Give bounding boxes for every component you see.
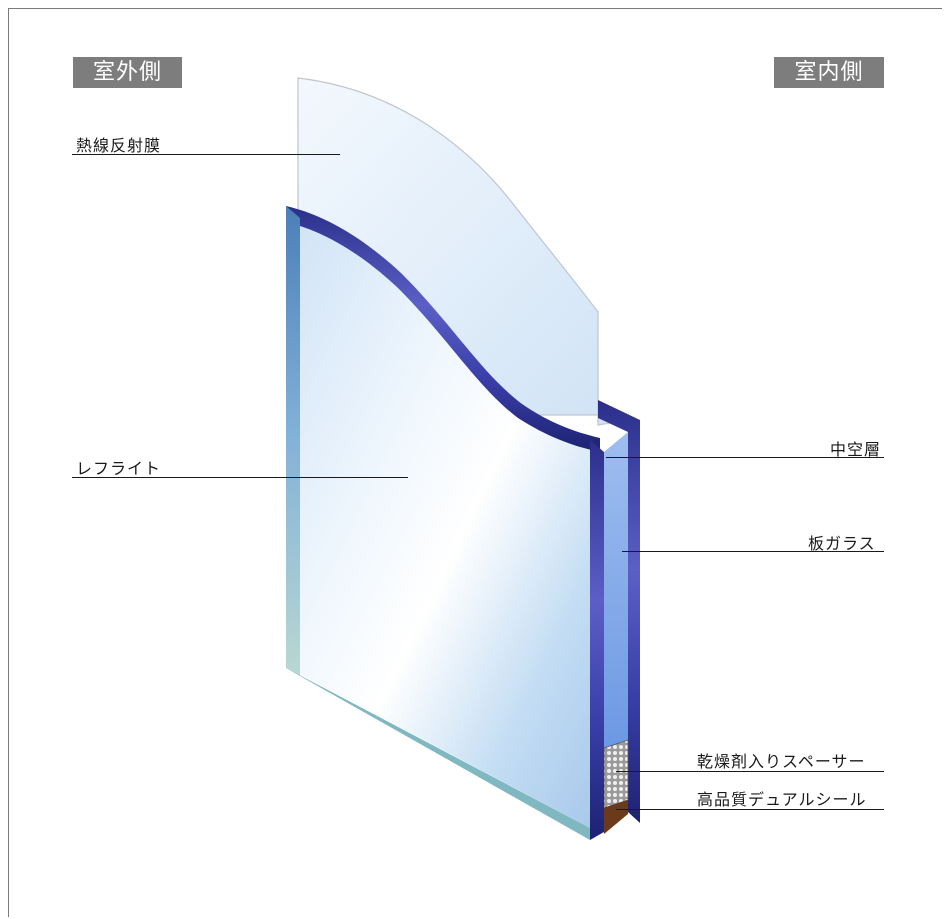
diagram-frame xyxy=(8,8,942,917)
callout-plate-glass: 板ガラス xyxy=(808,534,876,553)
callout-desiccant-spacer: 乾燥剤入りスペーサー xyxy=(697,752,866,771)
front-pane-right-edge xyxy=(590,440,604,840)
leader-plate-glass xyxy=(622,551,884,552)
callout-heat-reflective-film: 熱線反射膜 xyxy=(76,136,162,155)
callout-dual-seal: 高品質デュアルシール xyxy=(697,790,867,809)
outdoor-side-label: 室外側 xyxy=(73,57,182,88)
back-pane-edge xyxy=(598,400,640,823)
air-layer-gap xyxy=(604,432,628,832)
leader-air-layer xyxy=(606,457,884,458)
front-pane-bottom-edge xyxy=(286,668,590,840)
callout-reflite: レフライト xyxy=(76,459,162,478)
front-pane xyxy=(288,210,590,828)
dual-seal xyxy=(604,800,628,834)
front-pane-left-edge xyxy=(286,206,300,676)
leader-reflite xyxy=(72,477,408,478)
front-pane-top-edge xyxy=(286,206,600,452)
spacer xyxy=(603,739,629,809)
leader-dual-seal xyxy=(616,809,884,810)
leader-heat-reflective-film xyxy=(72,154,340,155)
indoor-side-label: 室内側 xyxy=(774,57,884,88)
callout-air-layer: 中空層 xyxy=(830,440,882,459)
leader-desiccant-spacer xyxy=(616,771,884,772)
